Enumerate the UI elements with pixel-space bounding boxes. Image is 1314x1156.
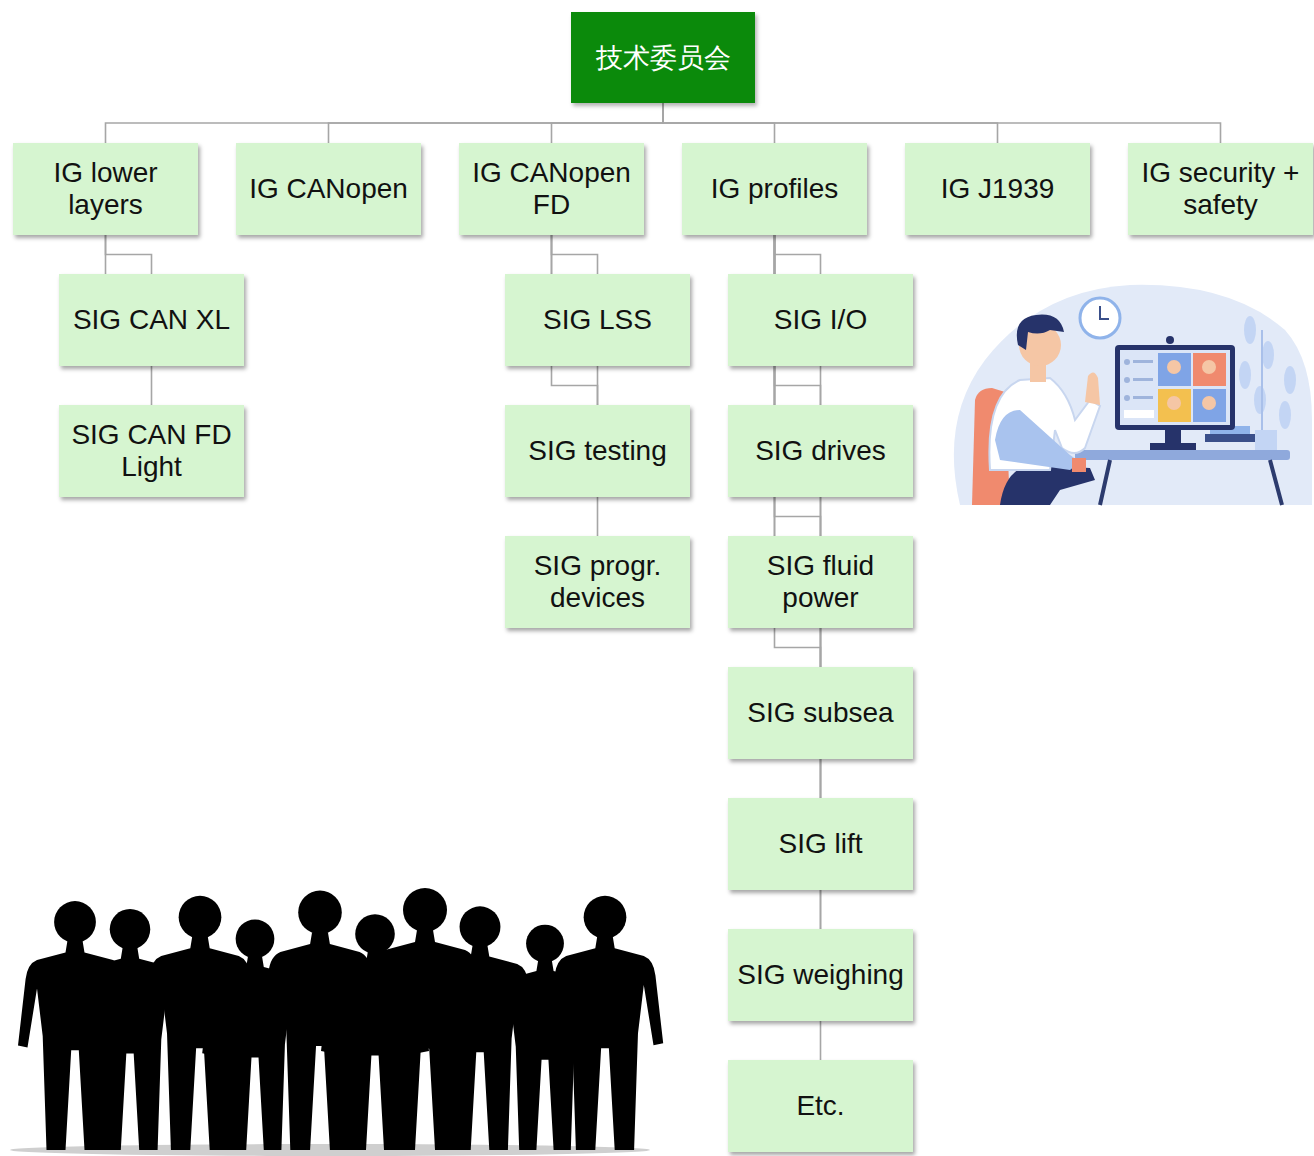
plant-leaf (1254, 386, 1266, 414)
sweater-arm (995, 410, 1080, 470)
video-tile (1158, 353, 1191, 386)
sweater (989, 378, 1100, 470)
video-tile (1193, 353, 1226, 386)
interest-group-box: IG CANopen FD (459, 143, 644, 235)
background-blob (954, 285, 1312, 505)
special-interest-group-box: SIG lift (728, 798, 913, 890)
interest-group-box: IG J1939 (905, 143, 1090, 235)
wall-clock (1080, 298, 1120, 338)
plant-leaf (1284, 366, 1296, 394)
list-dot (1124, 359, 1130, 365)
special-interest-group-box: SIG CAN FD Light (59, 405, 244, 497)
silhouette (547, 896, 663, 1150)
desk-legs (1100, 460, 1282, 505)
committee-box: 技术委员会 (571, 12, 755, 103)
cup (1072, 458, 1086, 472)
box-label: SIG subsea (747, 697, 893, 729)
org-connector (552, 235, 598, 274)
plant-leaf (1239, 361, 1251, 389)
box-label: Etc. (796, 1090, 844, 1122)
face (1202, 360, 1216, 374)
org-connector (106, 103, 664, 143)
org-connector (775, 235, 821, 274)
input-box (1124, 410, 1154, 418)
special-interest-group-box: SIG drives (728, 405, 913, 497)
box-label: IG CANopen FD (463, 157, 640, 221)
special-interest-group-box: SIG progr. devices (505, 536, 690, 628)
special-interest-group-box: SIG subsea (728, 667, 913, 759)
box-label: SIG testing (528, 435, 667, 467)
special-interest-group-box: SIG LSS (505, 274, 690, 366)
video-tile (1158, 389, 1191, 422)
box-label: 技术委员会 (596, 42, 731, 73)
interest-group-box: IG profiles (682, 143, 867, 235)
box-label: IG J1939 (941, 173, 1055, 205)
box-label: SIG CAN XL (73, 304, 230, 336)
special-interest-group-box: SIG I/O (728, 274, 913, 366)
box-label: SIG CAN FD Light (63, 419, 240, 483)
waving-hand (1085, 372, 1100, 405)
list-dot (1124, 377, 1130, 383)
box-label: SIG drives (755, 435, 886, 467)
special-interest-group-box: SIG testing (505, 405, 690, 497)
webcam (1166, 336, 1174, 344)
monitor-base (1150, 443, 1196, 450)
list-line (1133, 360, 1153, 363)
box-label: SIG weighing (737, 959, 904, 991)
box-label: SIG LSS (543, 304, 652, 336)
org-connector (552, 103, 664, 143)
video-call-illustration (954, 285, 1312, 505)
special-interest-group-box: SIG CAN XL (59, 274, 244, 366)
special-interest-group-box: SIG fluid power (728, 536, 913, 628)
face (1167, 360, 1181, 374)
box-label: SIG progr. devices (509, 550, 686, 614)
interest-group-box: IG CANopen (236, 143, 421, 235)
plant (1239, 316, 1296, 445)
plant-pot (1255, 430, 1277, 452)
monitor-stand (1165, 430, 1181, 444)
plant-leaf (1244, 316, 1256, 344)
box-label: IG security + safety (1132, 157, 1309, 221)
org-connector (106, 235, 152, 274)
clock-hands (1100, 306, 1109, 319)
participant-faces (1167, 360, 1216, 410)
org-connector (329, 103, 664, 143)
hair (1017, 315, 1064, 350)
list-line (1133, 378, 1153, 381)
books (1205, 434, 1255, 442)
plant-leaf (1279, 401, 1291, 429)
special-interest-group-box: SIG weighing (728, 929, 913, 1021)
chat-list (1124, 359, 1154, 418)
monitor-screen (1120, 350, 1230, 425)
face (1202, 396, 1216, 410)
video-tile (1193, 389, 1226, 422)
box-label: IG lower layers (17, 157, 194, 221)
box-label: SIG fluid power (732, 550, 909, 614)
plant-stem (1261, 330, 1263, 445)
people-silhouettes (10, 888, 663, 1156)
list-line (1133, 396, 1153, 399)
box-label: IG CANopen (249, 173, 408, 205)
box-label: SIG lift (778, 828, 862, 860)
org-connector (663, 103, 1221, 143)
plant-leaf (1262, 341, 1274, 369)
box-label: SIG I/O (774, 304, 867, 336)
interest-group-box: IG security + safety (1128, 143, 1313, 235)
box-label: IG profiles (711, 173, 839, 205)
special-interest-group-box: Etc. (728, 1060, 913, 1152)
interest-group-box: IG lower layers (13, 143, 198, 235)
face (1167, 396, 1181, 410)
monitor (1115, 345, 1235, 430)
desk-top (1075, 450, 1290, 460)
list-dot (1124, 395, 1130, 401)
